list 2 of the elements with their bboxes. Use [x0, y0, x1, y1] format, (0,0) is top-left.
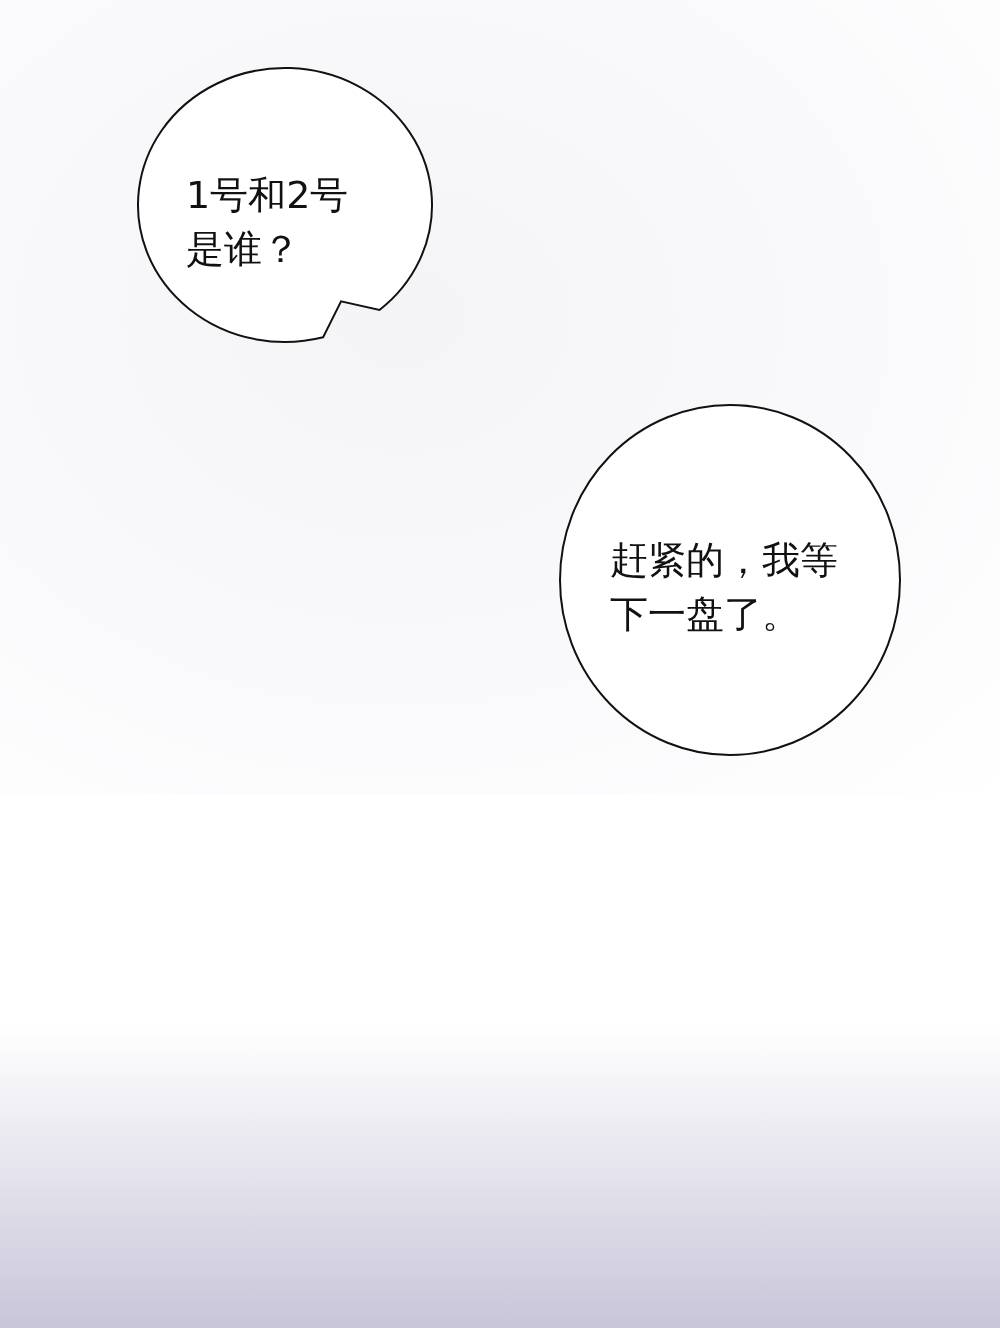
- speech-text: 赶紧的，我等下一盘了。: [610, 537, 839, 638]
- speech-text: 1号和2号是谁？: [186, 172, 350, 273]
